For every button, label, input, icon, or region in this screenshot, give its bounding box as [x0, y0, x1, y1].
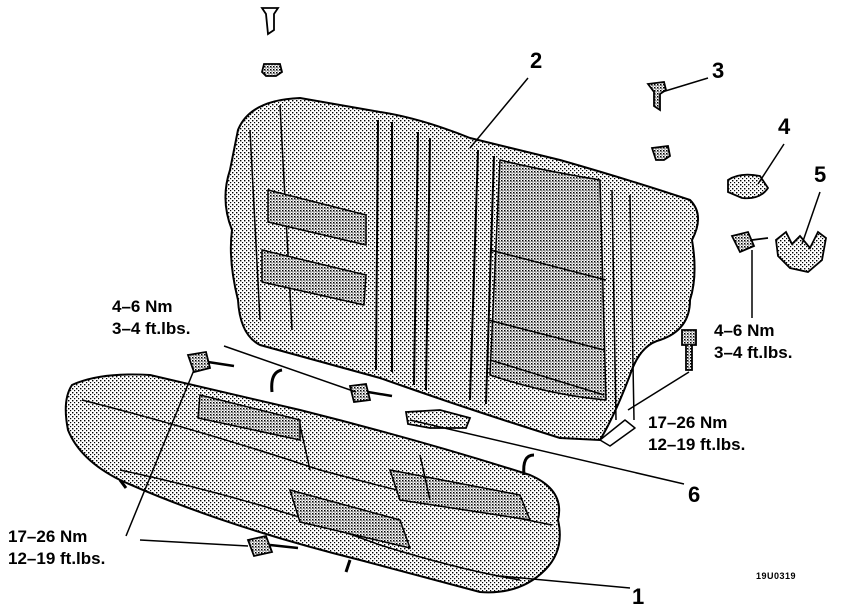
- callout-1: 1: [632, 584, 645, 609]
- callout-5: 5: [814, 162, 827, 187]
- torque-lower-left: 17–26 Nm 12–19 ft.lbs.: [8, 526, 105, 570]
- leader-6: [409, 419, 685, 485]
- seat-back: [224, 97, 699, 447]
- leader-torque-upper-left: [223, 345, 357, 393]
- callout-4: 4: [778, 114, 791, 139]
- torque-upper-right: 4–6 Nm 3–4 ft.lbs.: [714, 320, 792, 364]
- callout-6: 6: [688, 482, 701, 507]
- leader-1: [499, 575, 631, 589]
- torque-ftlbs: 3–4 ft.lbs.: [714, 343, 793, 362]
- leader-5: [801, 191, 821, 245]
- seat-cushion: [64, 368, 561, 594]
- leader-3: [661, 77, 709, 93]
- callout-2: 2: [530, 48, 543, 73]
- callout-3: 3: [712, 58, 725, 83]
- torque-ftlbs: 3–4 ft.lbs.: [112, 319, 191, 338]
- torque-nm: 4–6 Nm: [112, 297, 173, 316]
- torque-nm: 17–26 Nm: [8, 527, 88, 546]
- leader-torque-lower-left-b: [139, 539, 249, 547]
- torque-ftlbs: 12–19 ft.lbs.: [8, 549, 106, 568]
- figure-code: 19U0319: [756, 571, 797, 581]
- leader-2: [469, 77, 529, 149]
- torque-nm: 4–6 Nm: [714, 321, 775, 340]
- torque-right: 17–26 Nm 12–19 ft.lbs.: [648, 412, 745, 456]
- leader-torque-lower-left-a: [125, 369, 195, 537]
- leader-lines: [125, 77, 821, 589]
- leader-4: [757, 143, 785, 185]
- leader-torque-right: [627, 371, 690, 411]
- torque-upper-left: 4–6 Nm 3–4 ft.lbs.: [112, 296, 190, 340]
- torque-nm: 17–26 Nm: [648, 413, 728, 432]
- torque-ftlbs: 12–19 ft.lbs.: [648, 435, 746, 454]
